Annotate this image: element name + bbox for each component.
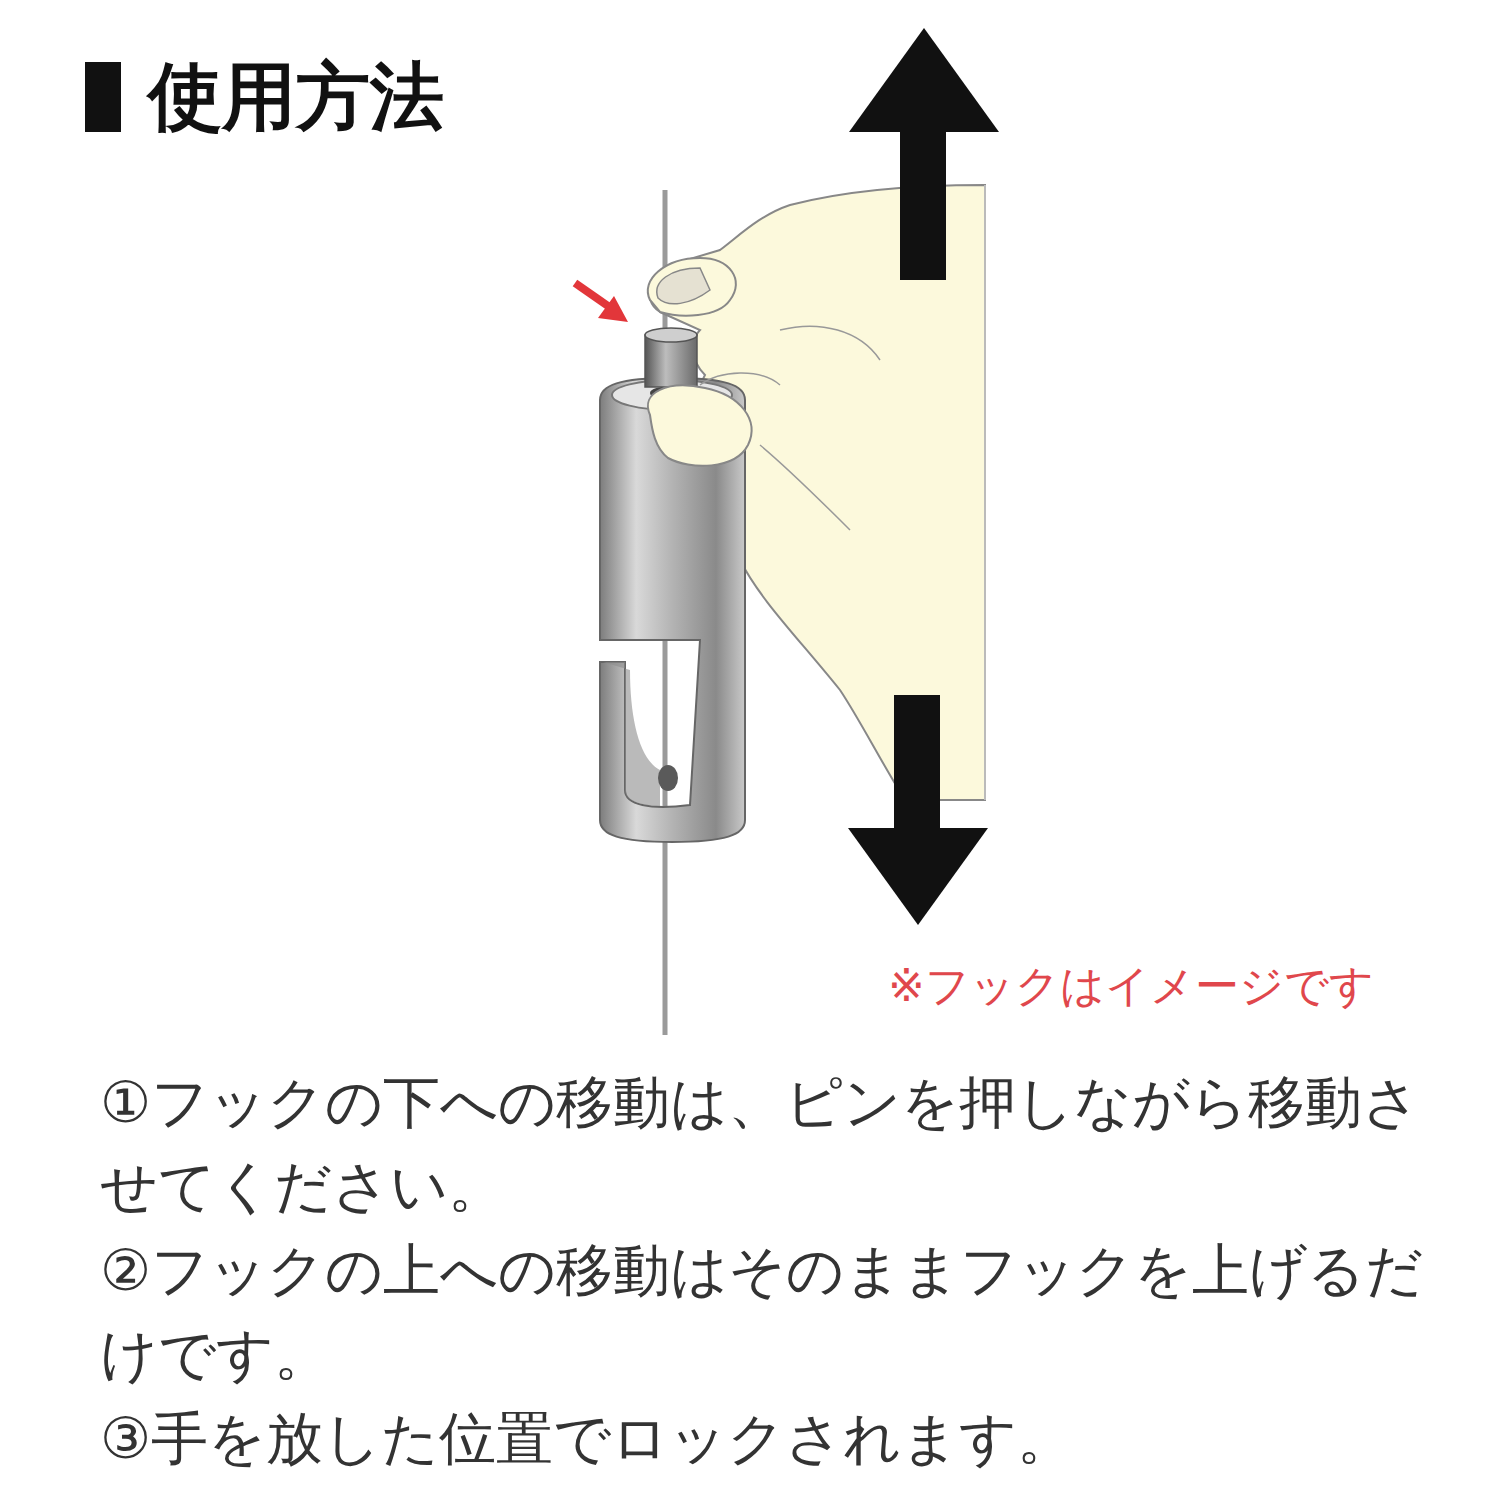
thumb [648,258,736,316]
instruction: ②フックの上への移動はそのままフックを上げるだけです。 [100,1228,1430,1396]
title-bar [85,62,121,132]
release-pin [645,335,697,387]
index-finger [648,386,752,466]
note: ※フックはイメージです [888,956,1488,1016]
down-arrow-head [848,828,988,925]
pin-top [645,328,697,342]
instruction: ③手を放した位置でロックされます。 [100,1396,1430,1480]
hand-edge [984,185,986,800]
up-arrow-head [849,28,999,132]
thumbnail [657,268,710,304]
instruction: ①フックの下への移動は、ピンを押しながら移動させてください。 [100,1060,1430,1228]
heading: 使用方法 [148,48,444,144]
hook-screw [658,765,678,791]
finger-lines [700,326,880,530]
pointer-head [598,296,628,322]
pointer-arrow [575,283,608,306]
down-arrow [894,695,940,835]
up-arrow [900,120,946,280]
hook-slot [603,662,660,806]
